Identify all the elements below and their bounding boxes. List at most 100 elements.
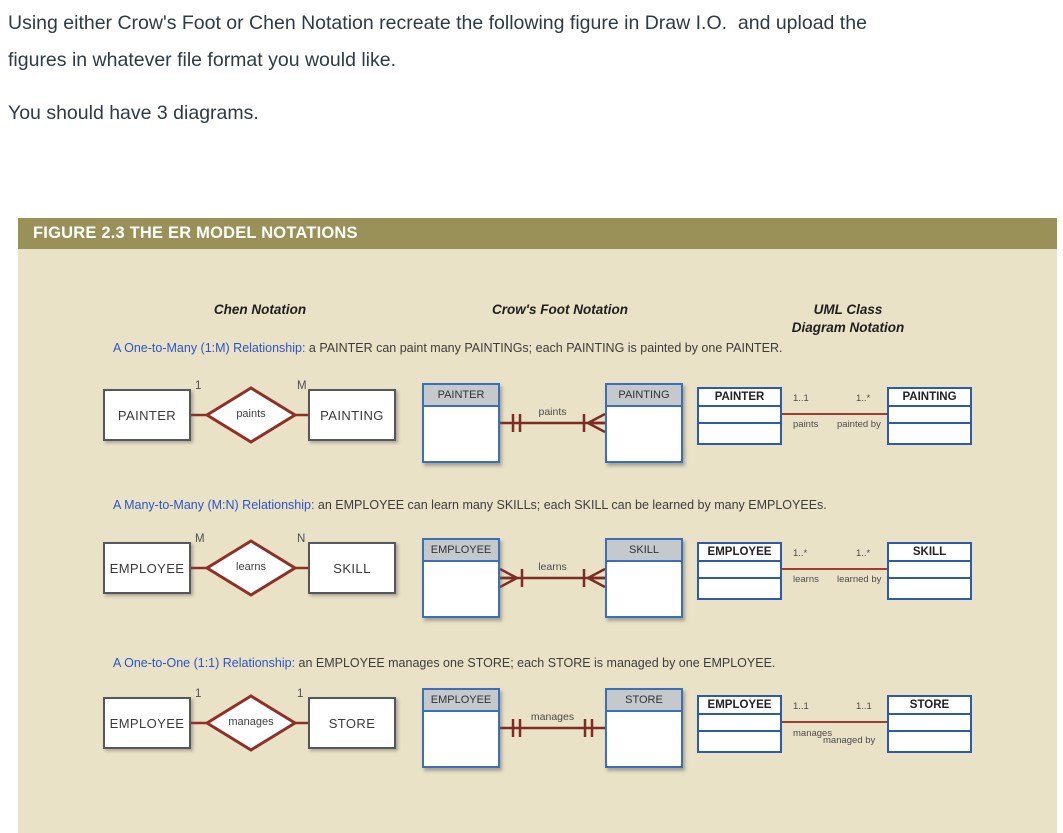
class-name: PAINTING [889, 389, 970, 407]
chen-entity-box: STORE [308, 697, 396, 749]
class-compartment [889, 407, 970, 424]
class-name: SKILL [889, 544, 970, 562]
entity-header: SKILL [607, 540, 681, 562]
entity-name: PAINTING [320, 407, 384, 423]
uml-class-box: EMPLOYEE [697, 695, 782, 753]
multiplicity-label: 1..* [856, 393, 871, 404]
column-header-crows-foot: Crow's Foot Notation [492, 302, 628, 317]
crowsfoot-entity-box: STORE [605, 688, 683, 768]
uml-class-box: PAINTING [887, 387, 972, 445]
class-compartment [889, 562, 970, 579]
crowsfoot-diagram-one-to-one: EMPLOYEE STORE manages [422, 688, 683, 768]
relationship-text: an EMPLOYEE manages one STORE; each STOR… [295, 656, 776, 670]
entity-name: EMPLOYEE [109, 560, 185, 576]
relationship-label: A One-to-Many (1:M) Relationship: [113, 341, 306, 355]
crowsfoot-diagram-many-to-many: EMPLOYEE SKILL learns [422, 538, 683, 618]
intro-line-1: Using either Crow's Foot or Chen Notatio… [8, 12, 867, 34]
relationship-text: an EMPLOYEE can learn many SKILLs; each … [314, 498, 827, 512]
relationship-diamond-label: learns [236, 561, 266, 573]
uml-association-line [782, 413, 887, 415]
entity-name: EMPLOYEE [430, 694, 492, 706]
multiplicity-label: 1..1 [856, 701, 872, 712]
entity-name: PAINTING [618, 389, 670, 401]
intro-line-3: You should have 3 diagrams. [8, 102, 259, 124]
uml-class-box: STORE [887, 695, 972, 753]
cardinality-label: M [195, 533, 205, 545]
class-compartment [699, 562, 780, 579]
chen-diagram-one-to-one: EMPLOYEE STORE 1 1 manages [103, 688, 396, 758]
entity-header: EMPLOYEE [424, 690, 498, 712]
cardinality-label: N [297, 533, 306, 545]
cardinality-label: 1 [195, 380, 202, 392]
multiplicity-label: 1..1 [793, 701, 809, 712]
crowsfoot-entity-box: EMPLOYEE [422, 688, 500, 768]
entity-name: STORE [328, 715, 376, 731]
chen-diagram-many-to-many: EMPLOYEE SKILL M N learns [103, 533, 396, 603]
uml-association-line [782, 568, 887, 570]
chen-connector [188, 386, 313, 444]
crowsfoot-entity-box: SKILL [605, 538, 683, 618]
relationship-description-3: A One-to-One (1:1) Relationship: an EMPL… [113, 656, 775, 670]
relationship-verb-label: manages [530, 711, 575, 723]
crowsfoot-entity-box: PAINTER [422, 383, 500, 463]
chen-entity-box: PAINTING [308, 389, 396, 441]
relationship-description-1: A One-to-Many (1:M) Relationship: a PAIN… [113, 341, 782, 355]
relationship-verb-label: learns [538, 561, 567, 573]
entity-name: EMPLOYEE [430, 544, 492, 556]
intro-line-2: figures in whatever file format you woul… [8, 49, 397, 71]
uml-class-box: SKILL [887, 542, 972, 600]
entity-name: SKILL [629, 544, 659, 556]
column-header-chen: Chen Notation [213, 302, 307, 317]
entity-name: STORE [625, 694, 663, 706]
entity-header: PAINTER [424, 385, 498, 407]
uml-class-box: PAINTER [697, 387, 782, 445]
uml-class-box: EMPLOYEE [697, 542, 782, 600]
multiplicity-label: 1..* [793, 548, 808, 559]
uml-diagram-one-to-many: PAINTER PAINTING 1..1 1..* paints painte… [697, 387, 972, 447]
class-compartment [699, 407, 780, 424]
uml-association-line [782, 721, 887, 723]
chen-connector [188, 539, 313, 597]
class-name: PAINTER [699, 389, 780, 407]
class-name: EMPLOYEE [699, 544, 780, 562]
entity-name: EMPLOYEE [109, 715, 185, 731]
entity-name: PAINTER [437, 389, 485, 401]
chen-entity-box: PAINTER [103, 389, 191, 441]
role-label: learns [793, 574, 819, 585]
entity-header: PAINTING [607, 385, 681, 407]
chen-entity-box: EMPLOYEE [103, 697, 191, 749]
role-label: learned by [837, 574, 882, 585]
entity-header: STORE [607, 690, 681, 712]
cardinality-label: 1 [297, 688, 304, 700]
uml-diagram-one-to-one: EMPLOYEE STORE 1..1 1..1 manages managed… [697, 695, 972, 755]
cardinality-label: M [297, 380, 307, 392]
crowsfoot-diagram-one-to-many: PAINTER PAINTING paints [422, 383, 683, 463]
role-label: painted by [837, 419, 881, 430]
relationship-description-2: A Many-to-Many (M:N) Relationship: an EM… [113, 498, 827, 512]
column-header-uml-line2: Diagram Notation [791, 320, 905, 335]
crowsfoot-entity-box: EMPLOYEE [422, 538, 500, 618]
entity-name: SKILL [333, 560, 371, 576]
class-compartment [889, 715, 970, 732]
column-header-uml: UML Class Diagram Notation [748, 301, 948, 337]
crowsfoot-connector-many-to-many [500, 567, 605, 589]
relationship-label: A One-to-One (1:1) Relationship: [113, 656, 296, 670]
chen-diagram-one-to-many: PAINTER PAINTING 1 M paints [103, 380, 396, 450]
relationship-text: a PAINTER can paint many PAINTINGs; each… [305, 341, 783, 355]
role-label: paints [793, 419, 819, 430]
crowsfoot-connector-one-to-many [500, 412, 605, 434]
relationship-verb-label: paints [538, 406, 567, 418]
relationship-diamond-label: paints [236, 408, 266, 420]
cardinality-label: 1 [195, 688, 202, 700]
multiplicity-label: 1..1 [793, 393, 809, 404]
relationship-diamond-label: manages [228, 716, 274, 728]
entity-header: EMPLOYEE [424, 540, 498, 562]
column-header-uml-line1: UML Class [813, 302, 883, 317]
role-label: managed by [823, 735, 876, 746]
relationship-label: A Many-to-Many (M:N) Relationship: [113, 498, 315, 512]
uml-diagram-many-to-many: EMPLOYEE SKILL 1..* 1..* learns learned … [697, 542, 972, 602]
role-label: manages [793, 728, 833, 739]
class-name: STORE [889, 697, 970, 715]
multiplicity-label: 1..* [856, 548, 871, 559]
